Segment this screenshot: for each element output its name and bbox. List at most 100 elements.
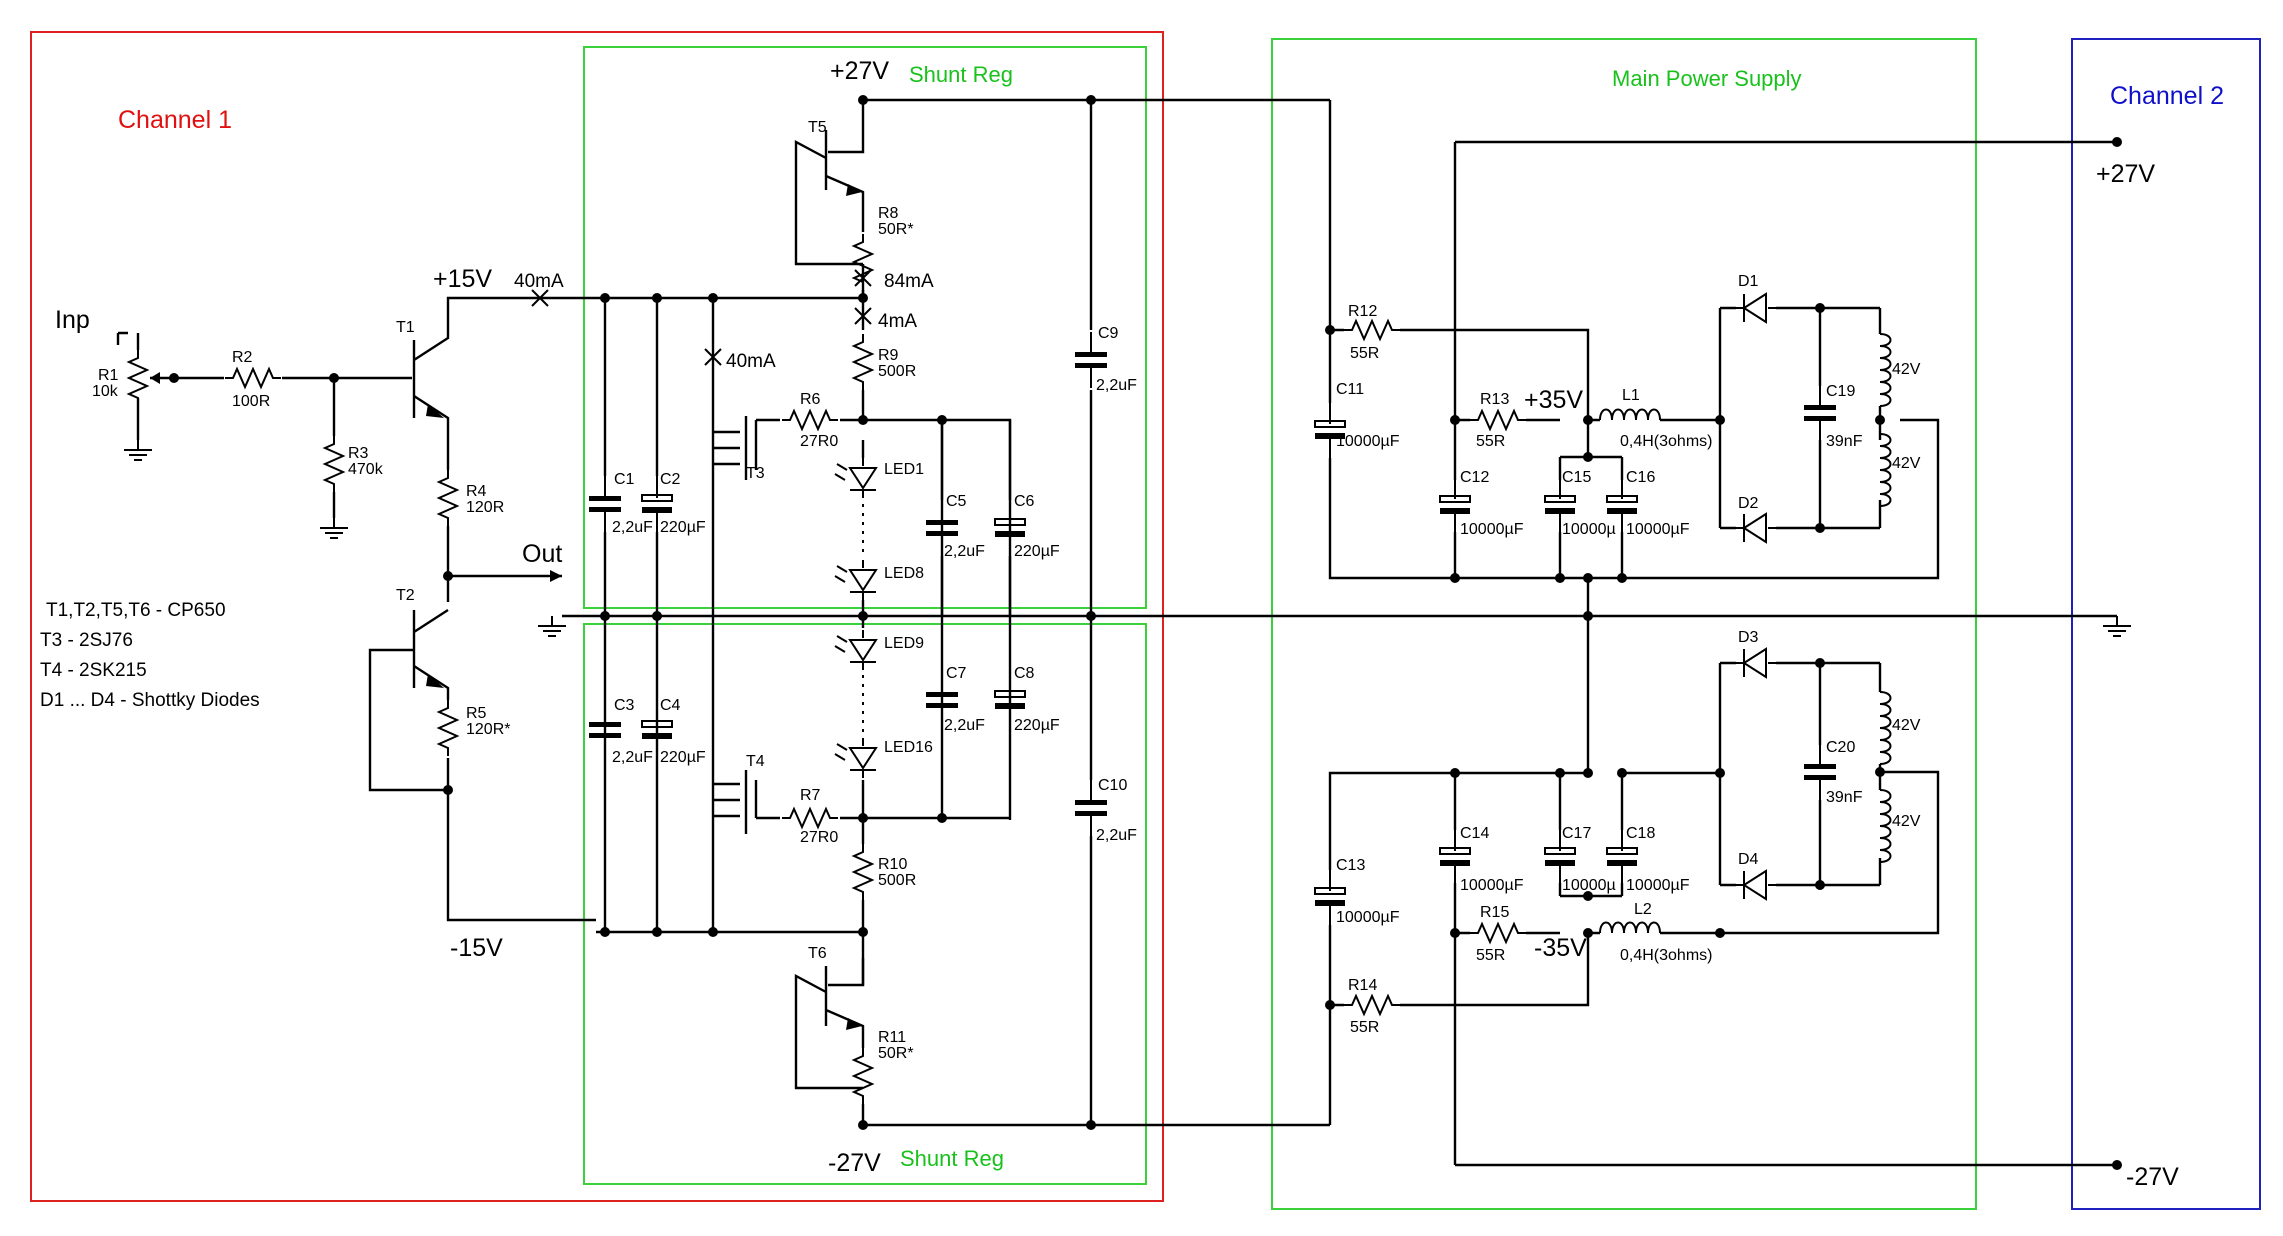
- d3-ref: D3: [1738, 629, 1759, 646]
- r9-ref: R9: [878, 347, 899, 364]
- c4-ref: C4: [660, 697, 681, 714]
- t5-ref: T5: [808, 119, 827, 136]
- tr-bot-b: 42V: [1892, 813, 1921, 830]
- c14-val: 10000µF: [1460, 877, 1524, 894]
- c10-ref: C10: [1098, 777, 1127, 794]
- c12-val: 10000µF: [1460, 521, 1524, 538]
- r14-ref: R14: [1348, 977, 1377, 994]
- r1-val: 10k: [92, 383, 119, 400]
- c8-ref: C8: [1014, 665, 1035, 682]
- c6-ref: C6: [1014, 493, 1035, 510]
- r4-val: 120R: [466, 499, 504, 516]
- c13-val: 10000µF: [1336, 909, 1400, 926]
- l2-ref: L2: [1634, 901, 1652, 918]
- c20-val: 39nF: [1826, 789, 1863, 806]
- c8-val: 220µF: [1014, 717, 1060, 734]
- rail-n35: -35V: [1534, 934, 1587, 962]
- current-4ma: 4mA: [878, 311, 917, 332]
- c16-ref: C16: [1626, 469, 1655, 486]
- tr-top-a: 42V: [1892, 361, 1921, 378]
- c18-ref: C18: [1626, 825, 1655, 842]
- c13-ref: C13: [1336, 857, 1365, 874]
- r4-ref: R4: [466, 483, 487, 500]
- r13-val: 55R: [1476, 433, 1505, 450]
- r12-val: 55R: [1350, 345, 1379, 362]
- note-line-3: T4 - 2SK215: [40, 660, 147, 681]
- shunt-reg-top-box: [583, 46, 1147, 609]
- t1-ref: T1: [396, 319, 415, 336]
- c11-val: 10000µF: [1336, 433, 1400, 450]
- r6-ref: R6: [800, 391, 821, 408]
- c19-ref: C19: [1826, 383, 1855, 400]
- r10-ref: R10: [878, 856, 907, 873]
- input-stage: [116, 289, 2117, 922]
- t2-ref: T2: [396, 587, 415, 604]
- r6-val: 27R0: [800, 433, 838, 450]
- note-line-1: T1,T2,T5,T6 - CP650: [46, 600, 226, 621]
- l1-val: 0,4H(3ohms): [1620, 433, 1712, 450]
- ch2-rail-n27: -27V: [2126, 1163, 2179, 1191]
- r3-val: 470k: [348, 461, 384, 478]
- r3-ref: R3: [348, 445, 369, 462]
- c7-val: 2,2uF: [944, 717, 985, 734]
- r2-ref: R2: [232, 349, 253, 366]
- rail-p27: +27V: [830, 57, 889, 85]
- psu-circuit: [1314, 100, 2132, 1170]
- r9-val: 500R: [878, 363, 916, 380]
- current-84ma: 84mA: [884, 271, 934, 292]
- c2-val: 220µF: [660, 519, 706, 536]
- c6-val: 220µF: [1014, 543, 1060, 560]
- led8-ref: LED8: [884, 565, 924, 582]
- c16-val: 10000µF: [1626, 521, 1690, 538]
- c17-ref: C17: [1562, 825, 1591, 842]
- c7-ref: C7: [946, 665, 967, 682]
- r5-val: 120R*: [466, 721, 510, 738]
- c5-val: 2,2uF: [944, 543, 985, 560]
- channel2-label: Channel 2: [2110, 82, 2224, 110]
- channel2-box: [2071, 38, 2261, 1210]
- note-line-4: D1 ... D4 - Shottky Diodes: [40, 690, 260, 711]
- main-psu-box: [1271, 38, 1977, 1210]
- current-40ma-top: 40mA: [514, 271, 564, 292]
- d4-ref: D4: [1738, 851, 1759, 868]
- r5-ref: R5: [466, 705, 487, 722]
- r15-val: 55R: [1476, 947, 1505, 964]
- note-line-2: T3 - 2SJ76: [40, 630, 133, 651]
- r11-val: 50R*: [878, 1045, 914, 1062]
- input-label: Inp: [55, 306, 90, 334]
- r7-ref: R7: [800, 787, 821, 804]
- shunt-reg-bottom-box: [583, 623, 1147, 1185]
- c14-ref: C14: [1460, 825, 1489, 842]
- c1-ref: C1: [614, 471, 635, 488]
- r2-val: 100R: [232, 393, 270, 410]
- c12-ref: C12: [1460, 469, 1489, 486]
- rail-p35: +35V: [1524, 386, 1583, 414]
- r14-val: 55R: [1350, 1019, 1379, 1036]
- led1-ref: LED1: [884, 461, 924, 478]
- r10-val: 500R: [878, 872, 916, 889]
- r8-val: 50R*: [878, 221, 914, 238]
- shunt-reg-bottom-label: Shunt Reg: [900, 1146, 1004, 1171]
- c10-val: 2,2uF: [1096, 827, 1137, 844]
- r15-ref: R15: [1480, 904, 1509, 921]
- rail-n27: -27V: [828, 1149, 881, 1177]
- c19-val: 39nF: [1826, 433, 1863, 450]
- component-labels: R1 10k R2 100R R3 470k R4 120R R5 120R* …: [92, 119, 1921, 1062]
- c9-ref: C9: [1098, 325, 1119, 342]
- c3-ref: C3: [614, 697, 635, 714]
- r13-ref: R13: [1480, 391, 1509, 408]
- l2-val: 0,4H(3ohms): [1620, 947, 1712, 964]
- c1-val: 2,2uF: [612, 519, 653, 536]
- l1-ref: L1: [1622, 387, 1640, 404]
- c15-ref: C15: [1562, 469, 1591, 486]
- c17-val: 10000µ: [1562, 877, 1616, 894]
- c3-val: 2,2uF: [612, 749, 653, 766]
- shunt-top-circuit: [588, 95, 1330, 1125]
- r7-val: 27R0: [800, 829, 838, 846]
- current-40ma-mid: 40mA: [726, 351, 776, 372]
- tr-top-b: 42V: [1892, 455, 1921, 472]
- tr-bot-a: 42V: [1892, 717, 1921, 734]
- rail-n15: -15V: [450, 934, 503, 962]
- channel1-label: Channel 1: [118, 106, 232, 134]
